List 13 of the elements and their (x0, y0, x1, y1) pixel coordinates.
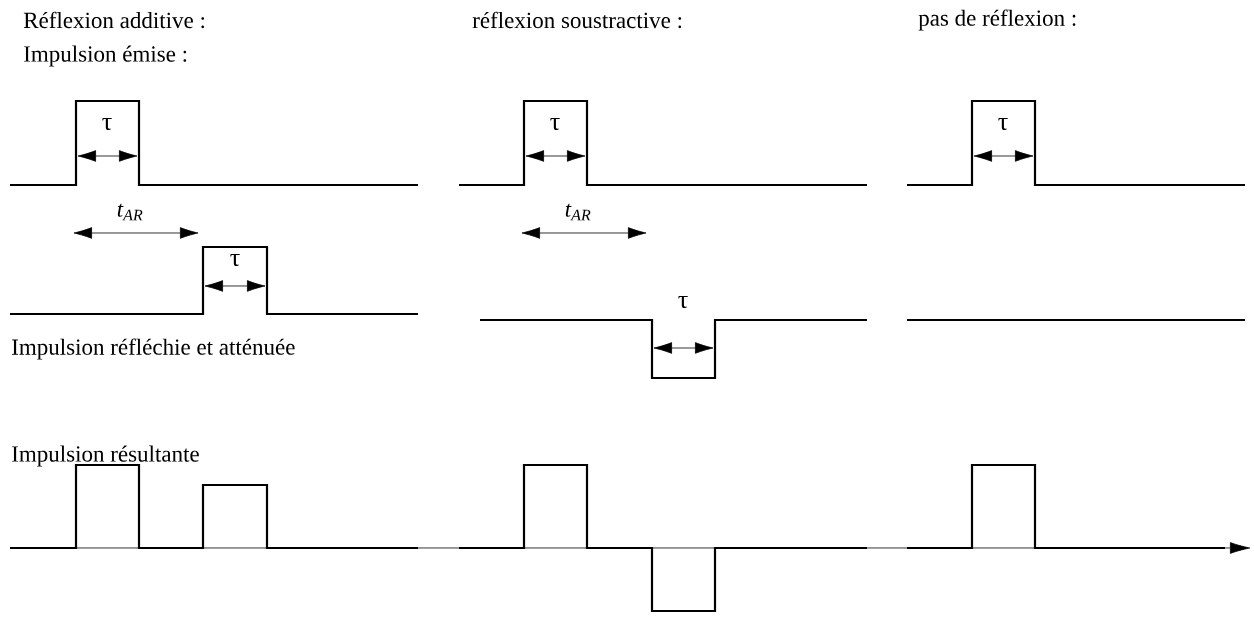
heading: Impulsion résultante (12, 445, 199, 467)
dimension-label: t$_{AR}$ (117, 203, 143, 221)
heading: pas de réflexion : (918, 9, 1076, 31)
dimension-label: τ (550, 117, 560, 131)
dimension-label: τ (998, 117, 1008, 131)
heading: Impulsion réfléchie et atténuée (12, 338, 295, 360)
heading: réflexion soustractive : (472, 11, 682, 29)
heading: Impulsion émise : (24, 45, 187, 67)
dimension-label: τ (102, 117, 112, 131)
heading: Réflexion additive : (23, 11, 205, 29)
dimension-label: τ (230, 253, 240, 267)
dimension-label: τ (678, 295, 688, 309)
dimension-label: t$_{AR}$ (565, 203, 591, 221)
